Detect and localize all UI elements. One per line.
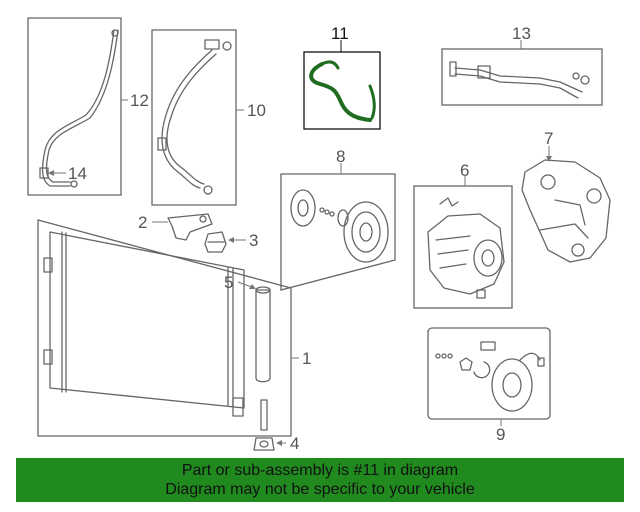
banner-line-1: Part or sub-assembly is #11 in diagram (181, 462, 459, 479)
part-13-frame (441, 48, 603, 106)
part-9-frame (427, 327, 551, 420)
part-1-condenser-group[interactable] (37, 219, 299, 437)
part-8-pulley (343, 201, 389, 263)
callout-5: 5 (224, 273, 233, 292)
callout-9: 9 (496, 425, 505, 444)
callout-13: 13 (512, 24, 531, 43)
part-1-frame (37, 219, 292, 437)
part-5-dryer-group[interactable] (237, 281, 271, 383)
callout-12: 12 (130, 91, 149, 110)
part-11-pipe (309, 62, 372, 122)
callout-11: 11 (331, 24, 349, 43)
info-banner: Part or sub-assembly is #11 in diagram D… (16, 458, 624, 502)
callout-8: 8 (336, 147, 345, 166)
callout-14: 14 (68, 164, 87, 183)
part-12-pipe-group[interactable] (27, 17, 128, 196)
callout-3: 3 (249, 231, 258, 250)
part-2-bracket-group[interactable] (152, 213, 213, 241)
part-1-condenser-core (49, 231, 245, 409)
part-9-clutch-kit-group[interactable] (427, 327, 551, 426)
banner-line-2: Diagram may not be specific to your vehi… (165, 481, 475, 498)
part-11-frame (303, 51, 381, 130)
part-10-hose (161, 49, 213, 189)
part-4-cap (253, 437, 275, 451)
callout-4: 4 (290, 434, 299, 453)
callout-2: 2 (138, 213, 147, 232)
callout-6: 6 (460, 161, 469, 180)
part-5-dryer (255, 289, 271, 383)
part-6-compressor-group[interactable] (413, 176, 513, 309)
part-6-compressor (427, 213, 505, 295)
part-9-coil (491, 358, 533, 412)
part-13-pipe-group[interactable] (441, 40, 603, 106)
part-4-cap-group[interactable] (253, 399, 286, 451)
part-8-clutch-group[interactable] (280, 163, 396, 291)
part-10-hose-group[interactable] (151, 29, 244, 206)
part-13-pipe (454, 67, 583, 93)
callout-1: 1 (302, 349, 311, 368)
callout-10: 10 (247, 101, 266, 120)
part-12-pipe (41, 29, 115, 187)
callout-7: 7 (544, 129, 553, 148)
part-3-cushion-group[interactable] (204, 231, 246, 253)
part-8-frame (280, 173, 396, 291)
part-10-frame (151, 29, 237, 206)
parts-diagram: 12 14 10 11 13 (27, 17, 611, 453)
part-7-bracket-group[interactable] (521, 146, 611, 263)
part-7-bracket (521, 159, 611, 263)
part-12-frame (27, 17, 122, 196)
part-6-frame (413, 185, 513, 309)
part-11-pipe-group[interactable] (303, 40, 381, 130)
